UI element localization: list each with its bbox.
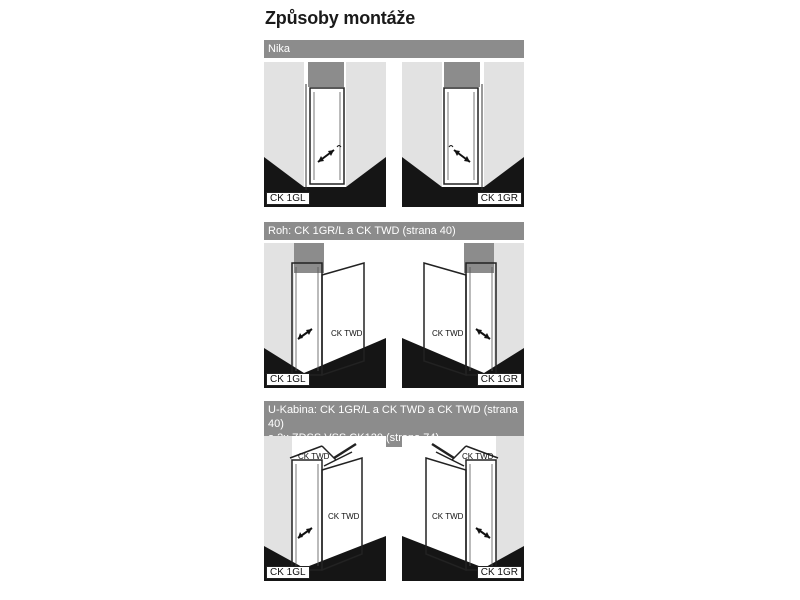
diagram-nika-right: CK 1GR [402,62,524,207]
diagram-roh-left: CK TWD CK 1GL [264,243,386,388]
ck-twd-label: CK TWD [432,512,464,521]
u-cabin-right-drawing [402,436,524,581]
ck-twd-label: CK TWD [331,329,363,338]
diagram-u-kabina-right: CK TWD CK TWD CK 1GR [402,436,524,581]
model-code: CK 1GL [266,192,310,205]
page-title: Způsoby montáže [265,8,416,28]
model-code: CK 1GR [476,373,522,386]
ck-twd-label-top: CK TWD [462,452,494,461]
corner-left-drawing [264,243,386,388]
ck-twd-label: CK TWD [328,512,360,521]
diagram-roh-right: CK TWD CK 1GR [402,243,524,388]
model-code: CK 1GL [266,566,310,579]
ck-twd-label: CK TWD [432,329,464,338]
u-cabin-left-drawing [264,436,386,581]
diagram-u-kabina-left: CK TWD CK TWD CK 1GL [264,436,386,581]
model-code: CK 1GR [476,566,522,579]
diagram-nika-left: CK 1GL [264,62,386,207]
corner-right-drawing [402,243,524,388]
section-header-roh: Roh: CK 1GR/L a CK TWD (strana 40) [264,222,524,240]
model-code: CK 1GR [476,192,522,205]
model-code: CK 1GL [266,373,310,386]
niche-right-drawing [402,62,524,207]
section-header-nika: Nika [264,40,524,58]
niche-left-drawing [264,62,386,207]
ck-twd-label-top: CK TWD [298,452,330,461]
